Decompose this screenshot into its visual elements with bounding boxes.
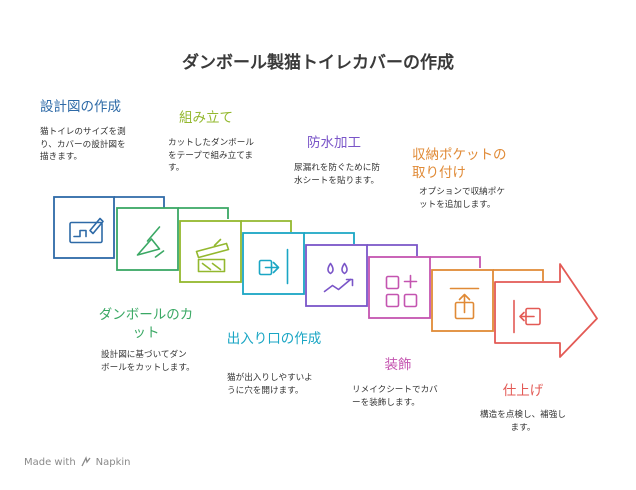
step-1-title: 設計図の作成 (40, 99, 121, 115)
step-8-desc: 構造を点検し、補強します。 (480, 410, 566, 433)
page-title: ダンボール製猫トイレカバーの作成 (182, 53, 454, 73)
step-6-panel-fold (430, 256, 481, 268)
step-5-desc: 尿漏れを防ぐために防水シートを貼ります。 (294, 163, 380, 186)
step-3-panel-fold (241, 220, 292, 232)
step-8-title: 仕上げ (502, 383, 544, 399)
step-4-desc: 猫が出入りしやすいように穴を開けます。 (227, 373, 313, 396)
decoration-icon (385, 274, 418, 308)
step-5-panel-fold (367, 244, 418, 256)
step-1-panel-face (53, 196, 115, 259)
step-8-panel (494, 263, 598, 358)
step-6-panel-face (368, 256, 431, 319)
made-with-credit: Made with Napkin (24, 456, 131, 468)
blueprint-icon (69, 217, 104, 244)
pocket-icon (449, 287, 480, 320)
step-3-panel-face (179, 220, 242, 283)
step-3-panel (179, 220, 292, 283)
step-7-panel-face (431, 269, 494, 332)
step-7-desc: オプションで収納ポケットを追加します。 (419, 187, 505, 210)
napkin-logo-icon (81, 456, 91, 467)
step-7-panel-fold (493, 269, 544, 281)
step-4-panel-face (242, 232, 305, 295)
entrance-icon (258, 248, 289, 285)
cutting-icon (136, 226, 165, 258)
credit-text: Made with (24, 456, 76, 468)
finishing-icon (513, 299, 541, 334)
step-4-panel (242, 232, 355, 295)
step-6-panel (368, 256, 481, 319)
step-2-panel-face (116, 207, 179, 271)
waterproof-icon (323, 262, 354, 293)
assembly-icon (195, 238, 230, 273)
step-7-title: 収納ポケットの取り付け (412, 147, 507, 181)
step-5-title: 防水加工 (307, 135, 361, 151)
step-2-desc: 設計図に基づいてダンボールをカットします。 (101, 350, 195, 373)
step-2-title: ダンボールのカット (98, 307, 194, 341)
credit-brand: Napkin (95, 456, 131, 468)
step-1-desc: 猫トイレのサイズを測り、カバーの設計図を描きます。 (40, 127, 126, 162)
step-3-title: 組み立て (179, 110, 233, 126)
step-1-panel-fold (114, 196, 165, 208)
step-5-panel (305, 244, 418, 307)
step-6-desc: リメイクシートでカバーを装飾します。 (352, 385, 438, 408)
step-2-panel-fold (178, 207, 229, 219)
step-7-panel (431, 269, 544, 332)
step-4-panel-fold (304, 232, 355, 244)
step-5-panel-face (305, 244, 368, 307)
step-4-title: 出入り口の作成 (226, 331, 322, 347)
step-8-arrow-head (494, 263, 598, 358)
step-2-panel (116, 207, 229, 271)
step-6-title: 装飾 (384, 357, 412, 373)
step-1-panel (53, 196, 165, 259)
step-3-desc: カットしたダンボールをテープで組み立てます。 (168, 138, 254, 173)
